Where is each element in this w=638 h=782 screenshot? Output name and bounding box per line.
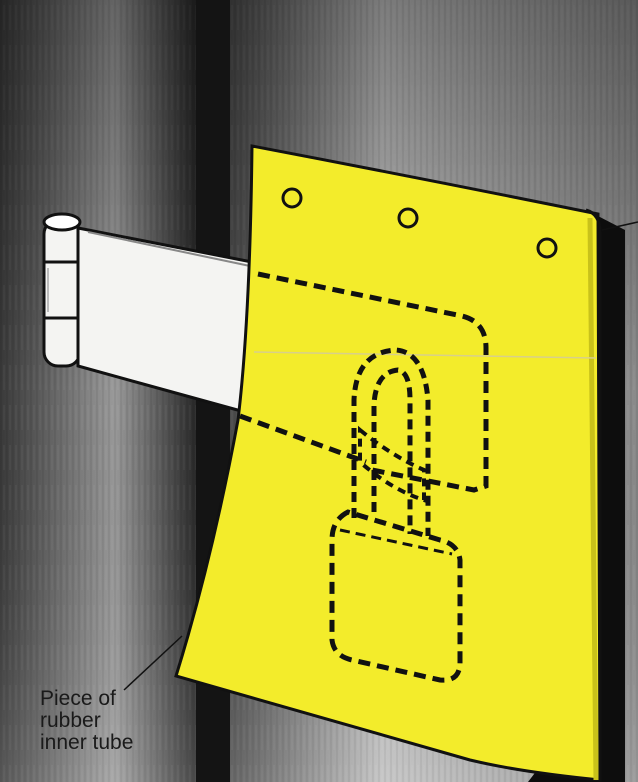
nail-hole xyxy=(283,189,301,207)
callout-line-3: inner tube xyxy=(40,732,190,754)
hasp-hinge xyxy=(44,214,80,366)
callout-line-2: rubber xyxy=(40,710,190,732)
callout-line-1: Piece of xyxy=(40,688,190,710)
nail-hole xyxy=(538,239,556,257)
nail-hole xyxy=(399,209,417,227)
callout-label: Piece of rubber inner tube xyxy=(40,688,190,754)
